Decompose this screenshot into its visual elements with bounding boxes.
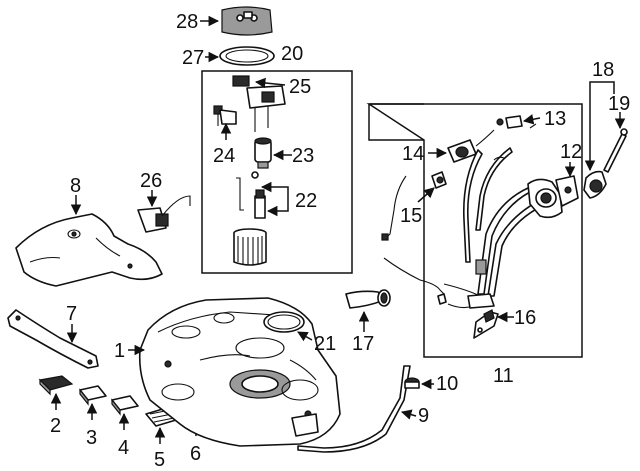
insulator-pad-2 [38,375,74,396]
callout-7: 7 [66,303,77,325]
pump-gasket [219,46,275,66]
heat-shield [15,213,163,287]
callout-19: 19 [608,93,630,115]
filler-hose [345,289,391,309]
callout-14: 14 [402,143,424,165]
fuel-level-sender [213,105,237,126]
callout-2: 2 [50,415,61,437]
callout-18: 18 [592,59,614,81]
callout-9: 9 [418,405,429,427]
vent-wire [385,175,407,239]
callout-26: 26 [140,170,162,192]
fuel-strainer [233,228,267,266]
callout-15: 15 [400,205,422,227]
filler-pipe [383,147,551,309]
callout-24: 24 [213,145,235,167]
callout-21: 21 [314,333,336,355]
callout-22: 22 [295,190,317,212]
tank-strap [297,365,411,453]
callout-17: 17 [352,333,374,355]
callout-13: 13 [544,108,566,130]
callout-28: 28 [176,11,198,33]
callout-4: 4 [118,437,129,459]
insulator-pad-3 [79,385,107,406]
cap-nut [404,377,420,389]
pump-top-flange [232,75,286,132]
o-ring [263,311,305,333]
callout-5: 5 [154,449,165,471]
callout-10: 10 [436,373,458,395]
callout-12: 12 [560,141,582,163]
cap-tether [603,128,628,173]
callout-23: 23 [292,145,314,167]
pressure-sensor [431,171,447,189]
fuel-pump [254,137,272,169]
canister-bracket [137,195,191,233]
callout-16: 16 [514,307,536,329]
callout-6: 6 [190,443,201,465]
fuel-door-housing [555,175,579,207]
fuel-tank [138,297,341,447]
tank-strap-plate [7,309,99,369]
callout-27: 27 [182,47,204,69]
fuel-cap [583,170,607,199]
callout-20: 20 [281,43,303,65]
hose-connector [496,115,537,129]
callout-8: 8 [70,175,81,197]
insulator-pad-4 [111,395,139,416]
filler-neck-housing [527,178,563,219]
callout-3: 3 [86,427,97,449]
callout-25: 25 [289,76,311,98]
filler-pipe-bracket [473,309,499,339]
fuel-pump-cover [221,6,273,36]
fuel-filter-regulator [236,171,266,219]
vapor-valve [447,129,495,163]
fuel-pump-module-box [201,70,353,274]
callout-1: 1 [114,340,125,362]
callout-11: 11 [493,365,514,387]
